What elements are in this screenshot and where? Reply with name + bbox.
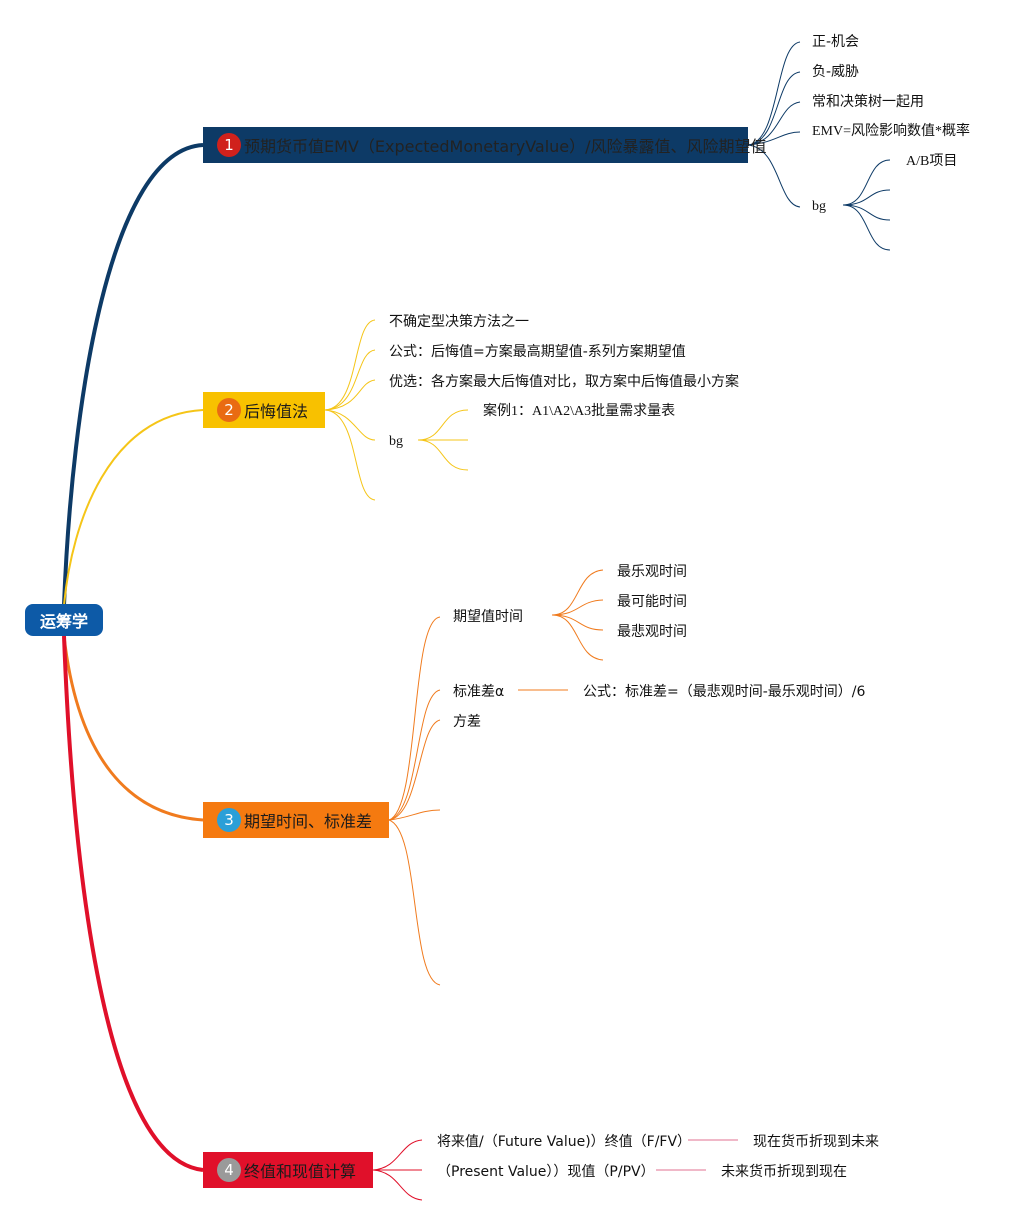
- leaf-present-value[interactable]: （Present Value））现值（P/PV）: [437, 1164, 655, 1180]
- connector-bg2-children: [417, 409, 469, 471]
- leaf-most-likely-time[interactable]: 最可能时间: [617, 594, 687, 610]
- leaf-uncertain-decision[interactable]: 不确定型决策方法之一: [389, 314, 529, 330]
- connector-branch4-children: [372, 1139, 423, 1201]
- leaf-std-deviation[interactable]: 标准差α: [453, 684, 505, 700]
- number-badge-3-icon: 3: [217, 808, 241, 832]
- leaf-variance[interactable]: 方差: [453, 714, 481, 730]
- connector-root-branch1: [62, 143, 204, 606]
- root-node[interactable]: 运筹学: [25, 604, 103, 636]
- leaf-regret-optimal[interactable]: 优选：各方案最大后悔值对比，取方案中后悔值最小方案: [389, 374, 739, 390]
- number-badge-1-icon: 1: [217, 133, 241, 157]
- leaf-pessimistic-time[interactable]: 最悲观时间: [617, 624, 687, 640]
- leaf-bg-2[interactable]: bg: [389, 434, 403, 449]
- connector-branch2-children: [324, 319, 376, 501]
- branch-regret[interactable]: 2 后悔值法: [203, 392, 325, 428]
- leaf-future-value[interactable]: 将来值/（Future Value)）终值（F/FV）: [437, 1134, 692, 1150]
- connector-branch3-children: [388, 616, 441, 986]
- leaf-negative-threat[interactable]: 负-威胁: [812, 64, 860, 80]
- branch-expected-time[interactable]: 3 期望时间、标准差: [203, 802, 389, 838]
- root-label: 运筹学: [39, 612, 88, 631]
- leaf-positive-opportunity[interactable]: 正-机会: [812, 34, 860, 50]
- number-badge-2-icon: 2: [217, 398, 241, 422]
- connector-root-branch3: [62, 635, 204, 822]
- connector-root-branch2: [63, 409, 204, 606]
- branch-future-present-value-label: 终值和现值计算: [244, 1162, 357, 1181]
- branch-regret-label: 后悔值法: [244, 402, 309, 421]
- connector-branch1-children: [747, 41, 801, 208]
- connector-branch4-grandchildren: [656, 1139, 738, 1171]
- leaf-bg-1[interactable]: bg: [812, 199, 826, 214]
- number-badge-4-icon: 4: [217, 1158, 241, 1182]
- leaf-regret-formula[interactable]: 公式：后悔值=方案最高期望值-系列方案期望值: [389, 344, 686, 360]
- branch-emv[interactable]: 1 预期货币值EMV（ExpectedMonetaryValue）/风险暴露值、…: [203, 127, 767, 163]
- branch-expected-time-label: 期望时间、标准差: [244, 812, 373, 831]
- connector-root-branch4: [62, 635, 204, 1172]
- connector-bg1-children: [842, 159, 891, 251]
- leaf-emv-formula[interactable]: EMV=风险影响数值*概率: [812, 124, 971, 139]
- leaf-present-value-desc[interactable]: 未来货币折现到现在: [721, 1164, 847, 1180]
- leaf-optimistic-time[interactable]: 最乐观时间: [617, 564, 687, 580]
- connector-expected-time-children: [551, 569, 604, 661]
- branch-emv-label: 预期货币值EMV（ExpectedMonetaryValue）/风险暴露值、风险…: [244, 137, 767, 156]
- leaf-expected-time[interactable]: 期望值时间: [453, 609, 523, 625]
- leaf-future-value-desc[interactable]: 现在货币折现到未来: [753, 1134, 879, 1150]
- leaf-case-1[interactable]: 案例1：A1\A2\A3批量需求量表: [483, 404, 676, 419]
- leaf-ab-project[interactable]: A/B项目: [906, 154, 958, 169]
- branch-future-present-value[interactable]: 4 终值和现值计算: [203, 1152, 373, 1188]
- leaf-with-decision-tree[interactable]: 常和决策树一起用: [812, 94, 924, 110]
- leaf-std-formula[interactable]: 公式：标准差=（最悲观时间-最乐观时间）/6: [583, 684, 866, 700]
